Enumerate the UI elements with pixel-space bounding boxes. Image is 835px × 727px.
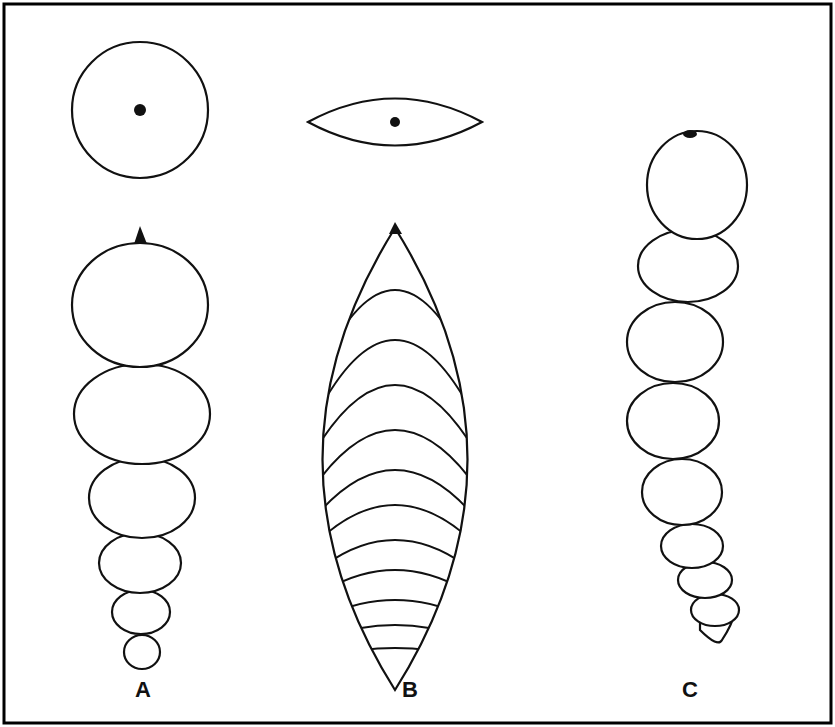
figure-letter: A [135, 679, 151, 701]
figure-letter: C [682, 679, 698, 701]
figure-letter: B [402, 679, 418, 701]
